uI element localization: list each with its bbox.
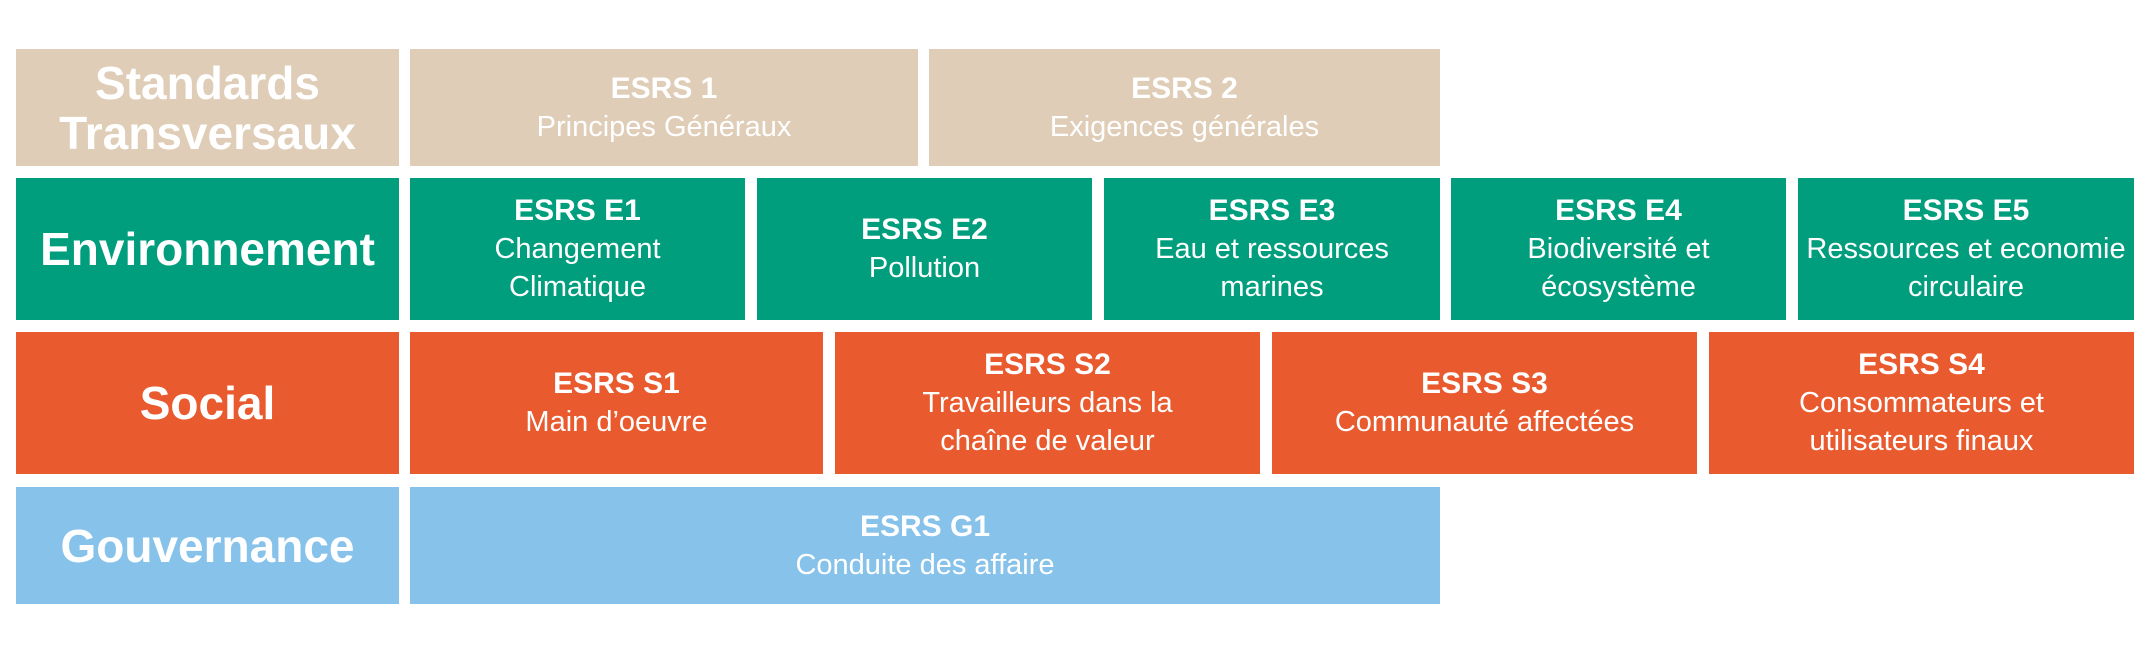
standard-esrs-e3: ESRS E3 Eau et ressources marines: [1104, 178, 1440, 320]
standard-esrs-e5: ESRS E5 Ressources et economie circulair…: [1798, 178, 2134, 320]
standard-description: Pollution: [868, 252, 981, 284]
standard-code: ESRS S4: [1858, 348, 1985, 381]
standard-description: utilisateurs finaux: [1809, 425, 2034, 457]
standard-esrs-s1: ESRS S1 Main d’oeuvre: [410, 332, 823, 474]
standard-description: Climatique: [509, 271, 646, 303]
standard-description: Main d’oeuvre: [525, 406, 708, 438]
standard-code: ESRS G1: [859, 509, 991, 543]
standard-description: chaîne de valeur: [940, 425, 1155, 457]
row-header-transversaux: Standards Transversaux: [16, 49, 399, 166]
row-header-line: Gouvernance: [60, 519, 355, 572]
standard-code: ESRS E3: [1208, 194, 1336, 227]
standard-code: ESRS S2: [984, 348, 1111, 381]
standard-code: ESRS S3: [1421, 367, 1548, 400]
standard-description: Ressources et economie: [1806, 233, 2126, 265]
standard-esrs-g1: ESRS G1 Conduite des affaire: [410, 487, 1440, 604]
standard-description: marines: [1220, 271, 1324, 303]
standard-description: Changement: [494, 233, 661, 265]
row-header-social: Social: [16, 332, 399, 474]
standard-esrs-2: ESRS 2 Exigences générales: [929, 49, 1440, 166]
standard-description: Exigences générales: [1049, 110, 1320, 143]
standard-esrs-s4: ESRS S4 Consommateurs et utilisateurs fi…: [1709, 332, 2134, 474]
standard-description: Eau et ressources: [1155, 233, 1389, 265]
row-header-gouvernance: Gouvernance: [16, 487, 399, 604]
row-header-line: Environnement: [40, 223, 375, 275]
standard-esrs-1: ESRS 1 Principes Généraux: [410, 49, 918, 166]
row-header-line: Social: [139, 377, 276, 429]
standard-description: circulaire: [1907, 271, 2025, 303]
standard-code: ESRS 2: [1131, 71, 1238, 105]
standard-description: Travailleurs dans la: [922, 387, 1173, 419]
standard-code: ESRS E1: [514, 194, 641, 227]
standard-description: écosystème: [1541, 271, 1696, 303]
standard-description: Conduite des affaire: [795, 548, 1055, 581]
standard-description: Biodiversité et: [1527, 233, 1710, 265]
standard-description: Consommateurs et: [1799, 387, 2044, 419]
row-header-environnement: Environnement: [16, 178, 399, 320]
row-header-line: Standards: [95, 56, 320, 109]
standard-esrs-e4: ESRS E4 Biodiversité et écosystème: [1451, 178, 1786, 320]
standard-code: ESRS E2: [861, 213, 988, 246]
standard-esrs-e1: ESRS E1 Changement Climatique: [410, 178, 745, 320]
standard-esrs-e2: ESRS E2 Pollution: [757, 178, 1092, 320]
standard-code: ESRS E5: [1902, 194, 2030, 227]
row-header-line: Transversaux: [59, 106, 356, 159]
standard-code: ESRS 1: [610, 71, 718, 105]
standard-description: Communauté affectées: [1334, 406, 1635, 438]
standard-code: ESRS S1: [553, 367, 680, 400]
standard-esrs-s2: ESRS S2 Travailleurs dans la chaîne de v…: [835, 332, 1260, 474]
standard-description: Principes Généraux: [536, 110, 792, 143]
standard-esrs-s3: ESRS S3 Communauté affectées: [1272, 332, 1697, 474]
standard-code: ESRS E4: [1555, 194, 1682, 227]
